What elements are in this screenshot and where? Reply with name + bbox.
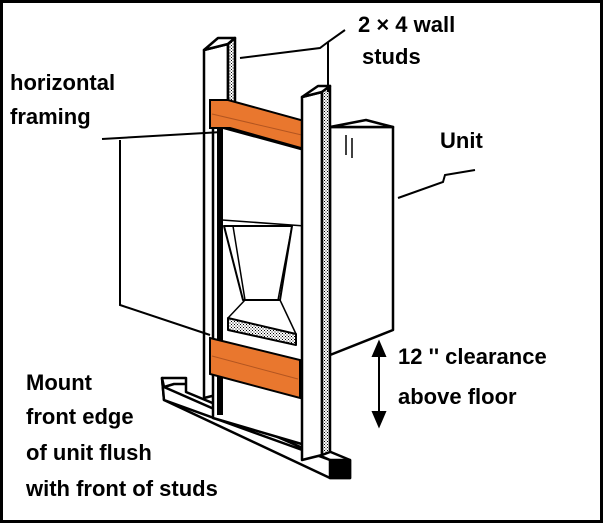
studs-label-line1: 2 × 4 wall bbox=[358, 12, 455, 37]
sill-end bbox=[330, 461, 350, 478]
framing-label-line2: framing bbox=[10, 104, 91, 129]
mount-note-line4: with front of studs bbox=[25, 476, 218, 501]
unit-label: Unit bbox=[440, 128, 483, 153]
clearance-dimension-arrow bbox=[371, 339, 387, 429]
framing-label-line1: horizontal bbox=[10, 70, 115, 95]
right-wall-stud bbox=[300, 84, 332, 462]
mount-note-line2: front edge bbox=[26, 404, 134, 429]
studs-label-line2: studs bbox=[362, 44, 421, 69]
unit-cabinet bbox=[328, 118, 395, 357]
leader-lines bbox=[101, 29, 476, 336]
clearance-label-line2: above floor bbox=[398, 384, 517, 409]
mount-note-line1: Mount bbox=[26, 370, 93, 395]
unit-front-opening bbox=[211, 123, 307, 447]
horizontal-framing-bottom bbox=[209, 336, 301, 400]
mount-note-line3: of unit flush bbox=[26, 440, 152, 465]
clearance-label-line1: 12 '' clearance bbox=[398, 344, 547, 369]
